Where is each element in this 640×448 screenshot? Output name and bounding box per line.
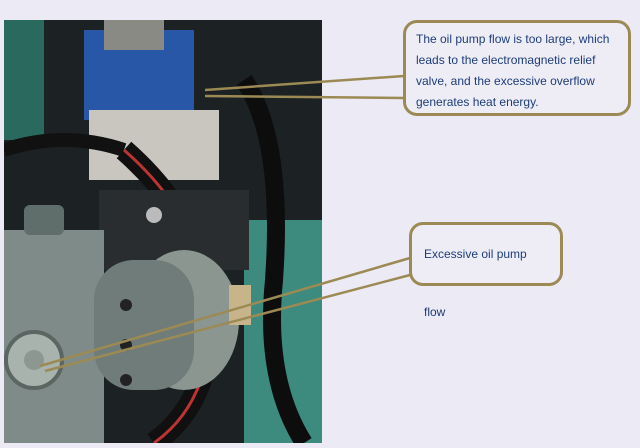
callout-text: Excessive oil pump flow: [424, 247, 527, 319]
hydraulic-pump-photo: [4, 20, 322, 443]
callout-pump-flow: Excessive oil pump flow: [409, 222, 563, 319]
callout-text: The oil pump flow is too large, which le…: [416, 32, 610, 109]
callout-relief-valve: The oil pump flow is too large, which le…: [403, 20, 631, 116]
